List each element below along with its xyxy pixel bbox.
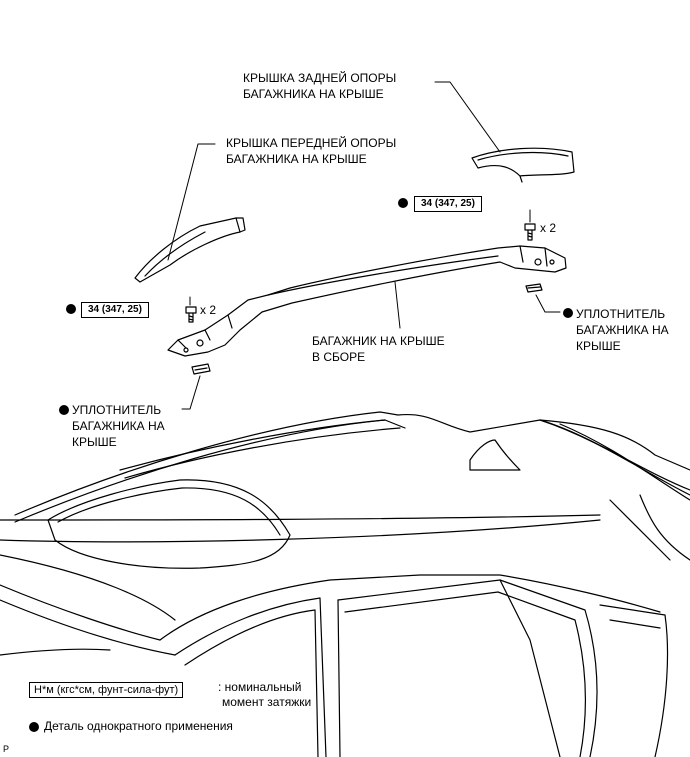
legend-torque-desc-line1: : номинальный xyxy=(218,680,302,694)
front-cover-label-line2: БАГАЖНИКА НА КРЫШЕ xyxy=(226,152,367,166)
quarter-window xyxy=(599,604,669,757)
bolt-left xyxy=(185,306,197,323)
single-use-marker-right-seal xyxy=(563,308,573,318)
single-use-marker-right-bolt xyxy=(398,198,408,208)
shark-fin-antenna xyxy=(469,439,521,471)
front-door-frame xyxy=(174,597,327,757)
rack-assembly-label-line2: В СБОРЕ xyxy=(312,350,366,364)
rear-cover-label: КРЫШКА ЗАДНЕЙ ОПОРЫ БАГАЖНИКА НА КРЫШЕ xyxy=(243,70,396,102)
bolt-quantity-right: x 2 xyxy=(540,221,557,235)
sunroof xyxy=(47,479,291,569)
rear-door-frame xyxy=(337,579,598,757)
rack-assembly-label-line1: БАГАЖНИК НА КРЫШЕ xyxy=(312,334,445,348)
torque-spec-left: 34 (347, 25) xyxy=(81,302,149,318)
seal-right-label: УПЛОТНИТЕЛЬ БАГАЖНИКА НА КРЫШЕ xyxy=(576,306,669,354)
bolt-quantity-left: x 2 xyxy=(200,303,217,317)
rear-cover-label-line2: БАГАЖНИКА НА КРЫШЕ xyxy=(243,87,384,101)
seal-left-label-line3: КРЫШЕ xyxy=(72,435,117,449)
vehicle-body xyxy=(0,411,690,757)
rack-assembly-label: БАГАЖНИК НА КРЫШЕ В СБОРЕ xyxy=(312,333,445,365)
seal-right-label-line3: КРЫШЕ xyxy=(576,339,621,353)
seal-right-label-line1: УПЛОТНИТЕЛЬ xyxy=(576,307,666,321)
torque-spec-right: 34 (347, 25) xyxy=(414,196,482,212)
single-use-marker-left-seal xyxy=(59,405,69,415)
seal-right-part xyxy=(525,283,543,293)
seal-left-label-line2: БАГАЖНИКА НА xyxy=(72,419,165,433)
corner-code: P xyxy=(3,744,10,754)
legend-torque-unit: Н*м (кгс*см, фунт-сила-фут) xyxy=(29,682,184,698)
rear-spoiler xyxy=(539,419,690,501)
bolt-right xyxy=(524,223,536,241)
car-roof-rail xyxy=(119,419,406,479)
seal-left-label: УПЛОТНИТЕЛЬ БАГАЖНИКА НА КРЫШЕ xyxy=(72,402,165,450)
legend-single-use-text: Деталь однократного применения xyxy=(44,719,233,733)
seal-left-part xyxy=(191,363,211,375)
rear-support-cover xyxy=(471,147,575,183)
seal-right-label-line2: БАГАЖНИКА НА xyxy=(576,323,669,337)
legend-single-use-dot xyxy=(29,722,39,732)
front-support-cover xyxy=(134,217,246,283)
front-cover-label-line1: КРЫШКА ПЕРЕДНЕЙ ОПОРЫ xyxy=(226,136,397,150)
roof-rack-assembly xyxy=(167,245,567,357)
legend-torque-desc: : номинальный момент затяжки xyxy=(218,680,311,710)
leader-lines xyxy=(167,81,561,410)
front-cover-label: КРЫШКА ПЕРЕДНЕЙ ОПОРЫ БАГАЖНИКА НА КРЫШЕ xyxy=(226,135,396,167)
single-use-marker-left-bolt xyxy=(66,304,76,314)
rear-cover-label-line1: КРЫШКА ЗАДНЕЙ ОПОРЫ xyxy=(243,71,397,85)
seal-left-label-line1: УПЛОТНИТЕЛЬ xyxy=(72,403,162,417)
legend-torque-desc-line2: момент затяжки xyxy=(222,695,312,709)
